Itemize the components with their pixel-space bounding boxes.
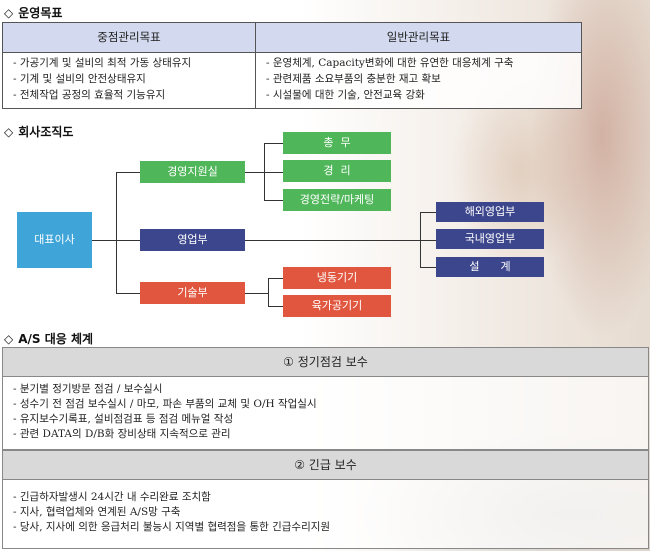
goals-key-list: - 가공기계 및 설비의 최적 가동 상태유지 - 기계 및 설비의 안전상태유… [13,55,253,103]
diamond-icon: ◇ [4,125,14,139]
list-item: - 긴급하자발생시 24시간 내 수리완료 조치함 [13,491,211,503]
org-box-tech: 기술부 [140,282,245,304]
as-urgent-body: - 긴급하자발생시 24시간 내 수리완료 조치함 - 지사, 협력업체와 연계… [2,479,649,549]
as-regular-body: - 분기별 정기방문 점검 / 보수실시 - 성수기 전 점검 보수실시 / 마… [2,376,649,450]
org-box-refrigeration: 냉동기기 [283,267,391,289]
org-box-general-affairs: 총 무 [283,132,391,154]
list-item: - 관련제품 소요부품의 충분한 재고 확보 [266,73,441,85]
section-title-as: ◇ A/S 대응 체계 [4,330,93,347]
as-urgent-header: ② 긴급 보수 [2,450,649,480]
org-box-ceo: 대표이사 [17,212,92,268]
goals-title: 운영목표 [18,6,63,20]
diamond-icon: ◇ [4,332,14,346]
list-item: - 전체작업 공정의 효율적 기능유지 [13,89,166,101]
list-item: - 기계 및 설비의 안전상태유지 [13,73,146,85]
org-box-design: 설 계 [436,257,544,277]
org-box-domestic-sales: 국내영업부 [436,229,544,249]
goals-header-general: 일반관리목표 [256,23,581,53]
goals-header-key: 중점관리목표 [3,23,256,53]
org-box-overseas-sales: 해외영업부 [436,202,544,222]
as-title: A/S 대응 체계 [18,332,94,346]
list-item: - 분기별 정기방문 점검 / 보수실시 [13,383,163,395]
section-title-goals: ◇ 운영목표 [4,4,62,21]
list-item: - 운영체계, Capacity변화에 대한 유연한 대응체계 구축 [266,57,514,69]
org-box-strategy-marketing: 경영전략/마케팅 [283,189,391,211]
org-box-sales: 영업부 [140,229,245,251]
list-item: - 성수기 전 점검 보수실시 / 마모, 파손 부품의 교체 및 O/H 작업… [13,398,317,410]
org-box-accounting: 경 리 [283,160,391,182]
diamond-icon: ◇ [4,6,14,20]
goals-table: 중점관리목표 일반관리목표 - 가공기계 및 설비의 최적 가동 상태유지 - … [2,22,582,109]
list-item: - 관련 DATA의 D/B화 장비상태 지속적으로 관리 [13,428,231,440]
list-item: - 시설물에 대한 기술, 안전교육 강화 [266,89,425,101]
as-regular-header: ① 정기점검 보수 [2,347,649,377]
list-item: - 유지보수기록표, 설비점검표 등 점검 메뉴얼 작성 [13,413,234,425]
org-title: 회사조직도 [18,125,74,139]
org-box-meat-processing: 육가공기기 [283,295,391,317]
list-item: - 지사, 협력업체와 연계된 A/S망 구축 [13,506,181,518]
goals-general-list: - 운영체계, Capacity변화에 대한 유연한 대응체계 구축 - 관련제… [266,55,576,103]
list-item: - 당사, 지사에 의한 응급처리 불능시 지역별 협력점을 통한 긴급수리지원 [13,521,331,533]
org-box-mgmt-support: 경영지원실 [140,161,245,183]
section-title-org: ◇ 회사조직도 [4,123,73,140]
list-item: - 가공기계 및 설비의 최적 가동 상태유지 [13,57,192,69]
